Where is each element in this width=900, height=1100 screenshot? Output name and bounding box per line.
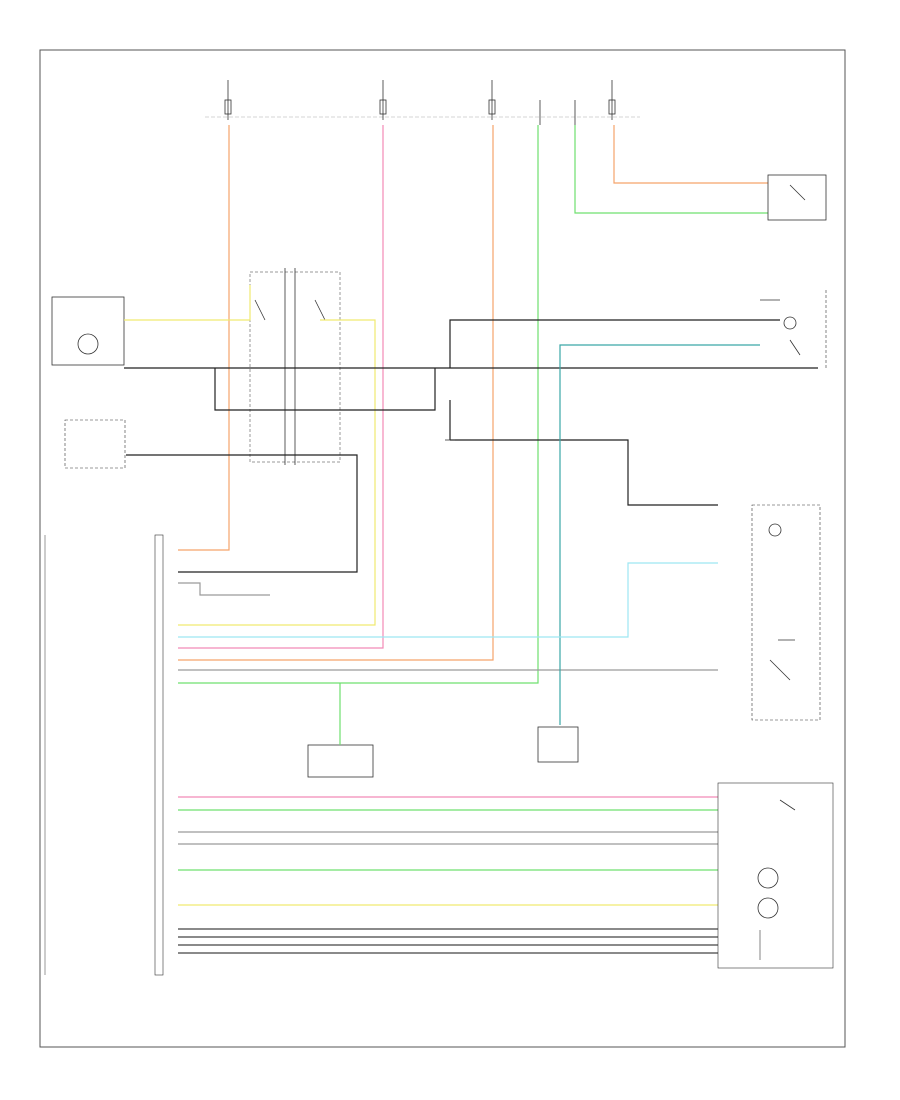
left-lower-component bbox=[64, 419, 126, 469]
left-upper-component bbox=[51, 296, 125, 366]
orange-feed-wire-2 bbox=[178, 125, 494, 661]
right-lower-module bbox=[717, 782, 834, 969]
diagram-frame bbox=[39, 49, 846, 1048]
orange-switch-wire bbox=[613, 125, 768, 184]
teal-wire-1 bbox=[559, 344, 760, 725]
fuse-2 bbox=[379, 80, 387, 120]
fuse-1 bbox=[224, 80, 232, 120]
light-blue-wire bbox=[178, 562, 718, 638]
black-wire-4 bbox=[449, 319, 780, 368]
fuse-3 bbox=[488, 80, 496, 120]
orange-feed-wire bbox=[178, 125, 230, 551]
fuse-block-top bbox=[205, 80, 640, 125]
right-middle-component bbox=[751, 504, 821, 721]
yellow-wire-left bbox=[124, 285, 251, 321]
black-wire-2 bbox=[214, 368, 436, 411]
fuse-4 bbox=[608, 80, 616, 120]
black-wire-6 bbox=[450, 439, 718, 506]
black-wire-3 bbox=[126, 454, 358, 573]
top-right-switch bbox=[767, 174, 827, 221]
right-upper-switch bbox=[760, 290, 827, 370]
center-relay-block bbox=[249, 268, 341, 465]
pink-feed-wire bbox=[178, 125, 384, 649]
teal-connector-box bbox=[537, 726, 579, 763]
gray-wire-1 bbox=[178, 582, 270, 596]
center-lower-module bbox=[307, 744, 374, 778]
green-feed-wire bbox=[178, 125, 539, 684]
green-feed-wire-2 bbox=[574, 125, 768, 214]
yellow-wire-right bbox=[178, 319, 376, 626]
main-control-module bbox=[154, 534, 164, 976]
